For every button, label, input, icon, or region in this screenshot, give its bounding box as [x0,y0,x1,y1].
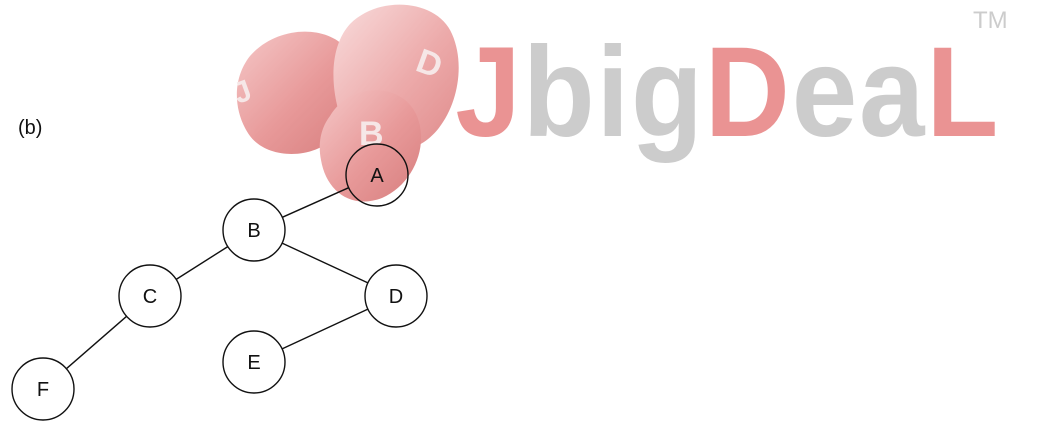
node-circle-b [222,198,286,262]
dice-logo: J D B [229,4,459,202]
edge-d-e [281,308,369,350]
tree-node-e: E [222,330,286,394]
edge-b-c [175,246,229,280]
tree-node-c: C [118,264,182,328]
tree-nodes: A B C D E F [11,143,428,421]
node-label-b: B [247,220,260,242]
node-label-f: F [37,379,49,401]
node-label-a: A [370,165,384,187]
node-circle-a [345,143,409,207]
node-label-d: D [389,286,403,308]
node-circle-f [11,357,75,421]
figure-label: (b) [18,117,43,139]
node-label-c: C [143,286,157,308]
jbigdeal-watermark: J D B JbigDeaL TM [229,4,1008,202]
node-circle-c [118,264,182,328]
tree-edges [65,187,369,370]
edge-c-f [65,315,128,370]
tree-node-d: D [364,264,428,328]
tree-node-b: B [222,198,286,262]
node-circle-e [222,330,286,394]
trademark-symbol: TM [973,7,1008,34]
edge-b-d [281,242,369,284]
node-label-e: E [247,352,260,374]
jbigdeal-wordmark: JbigDeaL [455,22,1000,165]
edge-a-b [282,187,349,218]
die-front [319,90,422,202]
node-circle-d [364,264,428,328]
tree-node-a: A [345,143,409,207]
tree-node-f: F [11,357,75,421]
